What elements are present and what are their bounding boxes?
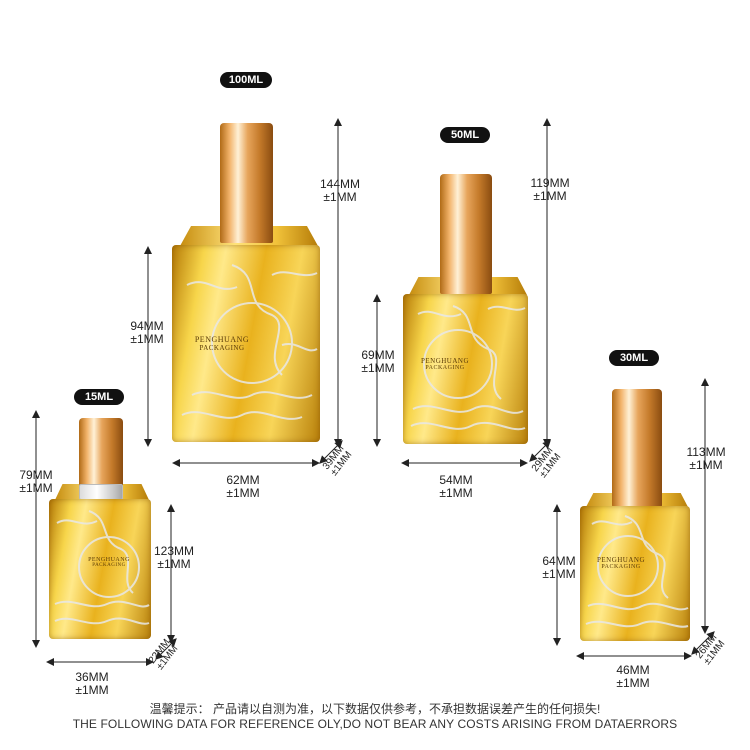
capacity-badge-30ml: 30ML — [609, 350, 659, 366]
bottle-15ml-cap — [79, 418, 123, 488]
bottle-50ml-cap — [440, 174, 492, 294]
bottle-30ml-body-label: 64MM±1MM — [542, 554, 576, 581]
capacity-badge-15ml: 15ML — [74, 389, 124, 405]
bottle-100ml-body-label: 94MM±1MM — [130, 319, 164, 346]
footer-notice-en: THE FOLLOWING DATA FOR REFERENCE OLY,DO … — [72, 717, 678, 731]
bottle-15ml-neck-ring — [79, 484, 123, 500]
bottle-30ml-pattern — [585, 515, 689, 628]
capacity-badge-50ml: 50ML — [440, 127, 490, 143]
bottle-50ml-height-label: 119MM±1MM — [530, 176, 570, 203]
bottle-100ml-pattern — [181, 264, 318, 420]
bottle-50ml-pattern — [410, 305, 526, 431]
bottle-15ml-body-label: 123MM±1MM — [153, 544, 194, 571]
bottle-15ml-width-label: 36MM±1MM — [75, 670, 109, 697]
bottle-30ml-cap — [612, 389, 662, 507]
capacity-badge-100ml: 100ML — [220, 72, 272, 88]
footer-notice-cn: 温馨提示： 产品请以自测为准，以下数据仅供参考，不承担数据误差产生的任何损失! — [149, 702, 601, 716]
bottle-30ml-height-label: 113MM±1MM — [686, 445, 726, 472]
bottle-50ml-width-label: 54MM±1MM — [439, 473, 473, 500]
bottle-15ml-pattern — [54, 510, 150, 625]
bottle-30ml-width-label: 46MM±1MM — [616, 663, 650, 690]
bottle-100ml-height-label: 144MM±1MM — [319, 177, 360, 204]
bottle-100ml-cap — [220, 123, 273, 243]
bottle-15ml-height-label: 79MM±1MM — [19, 468, 53, 495]
bottle-100ml-width-label: 62MM±1MM — [226, 473, 260, 500]
bottle-50ml-body-label: 69MM±1MM — [361, 348, 395, 375]
